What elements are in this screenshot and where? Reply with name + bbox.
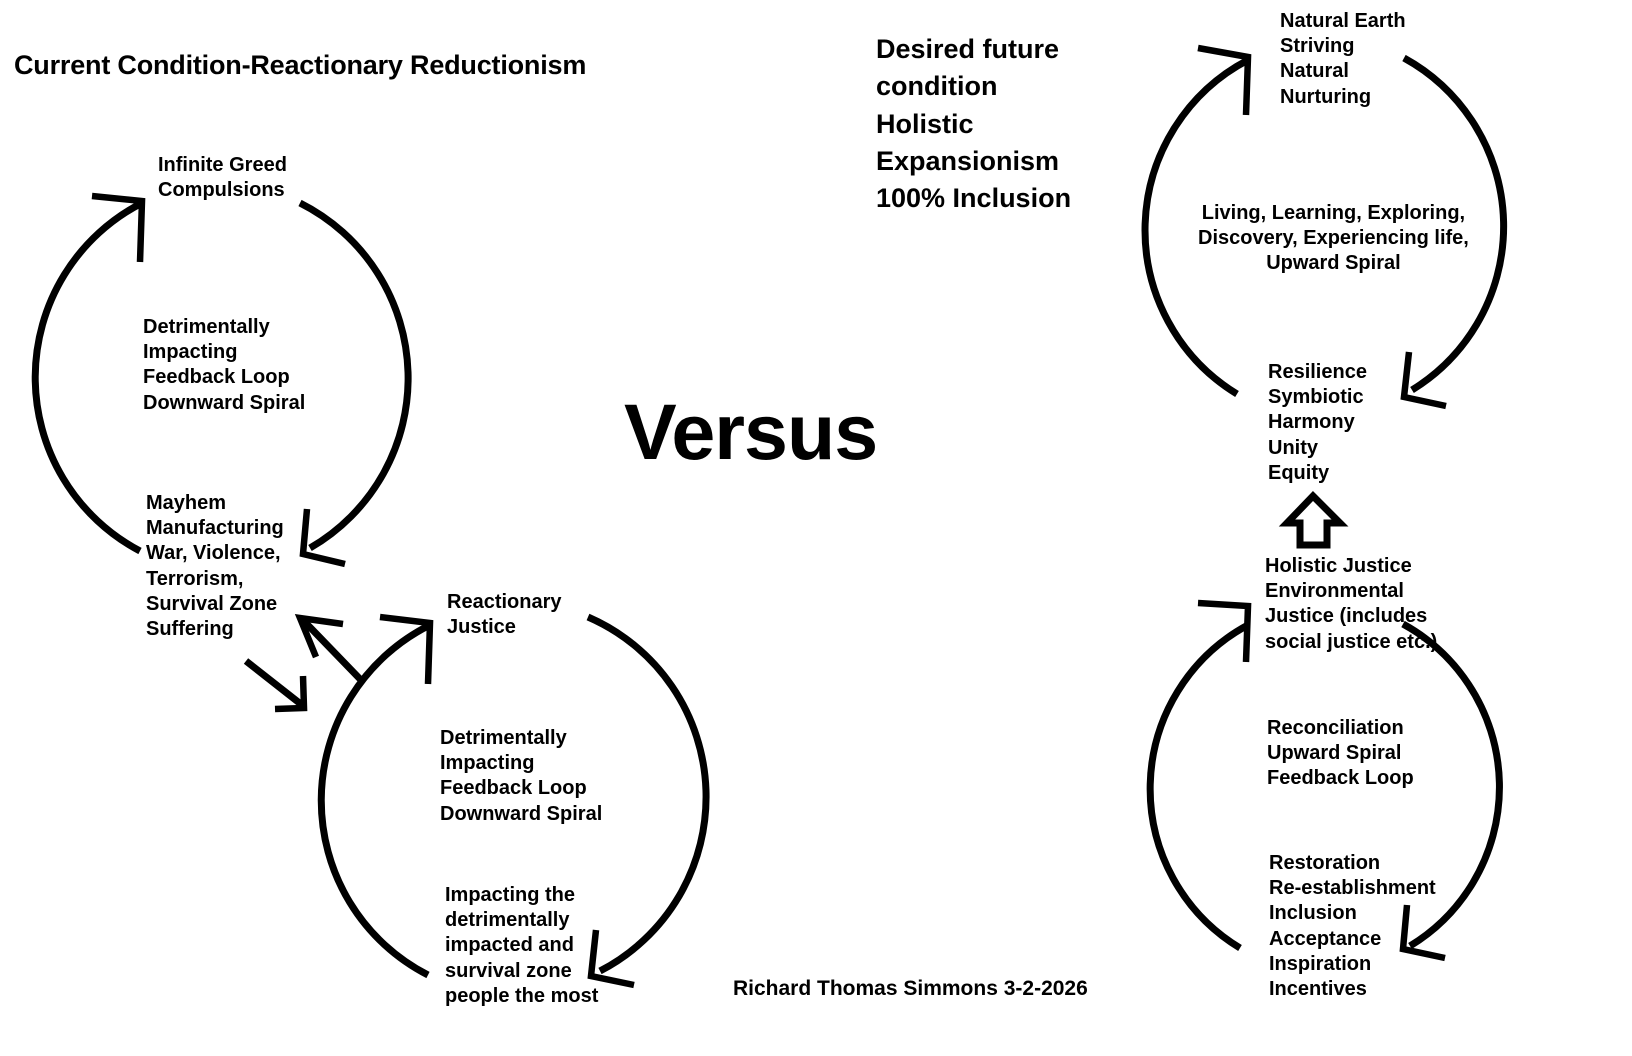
right-lower-arc-left: [1146, 621, 1250, 951]
node-reactionary-justice: Reactionary Justice: [447, 591, 562, 639]
left-upper-arc-right: [298, 199, 412, 552]
left-lower-arc-right: [586, 613, 710, 975]
node-restoration: Restoration Re-establishment Inclusion A…: [1269, 852, 1436, 1000]
node-infinite-greed: Infinite Greed Compulsions: [158, 154, 287, 202]
connector-down-shaft: [243, 658, 305, 708]
left-upper-arrowhead-bottom: [299, 508, 346, 568]
node-mayhem-manufacturing: Mayhem Manufacturing War, Violence, Terr…: [146, 492, 284, 640]
node-living-learning: Living, Learning, Exploring, Discovery, …: [1198, 202, 1469, 275]
right-upper-arrowhead-bottom: [1400, 351, 1447, 410]
node-reconciliation: Reconciliation Upward Spiral Feedback Lo…: [1267, 717, 1414, 790]
node-impacting-the-most: Impacting the detrimentally impacted and…: [445, 884, 599, 1007]
left-upper-arrowhead-top: [91, 192, 146, 263]
author-signature: Richard Thomas Simmons 3-2-2026: [733, 977, 1088, 1000]
node-natural-earth: Natural Earth Striving Natural Nurturing: [1280, 10, 1406, 108]
connector-down-arrowhead: [274, 675, 308, 713]
connector-up-arrowhead: [294, 613, 344, 659]
right-section-title: Desired future condition Holistic Expans…: [876, 34, 1072, 213]
left-section-title: Current Condition-Reactionary Reductioni…: [14, 50, 587, 80]
node-holistic-justice: Holistic Justice Environmental Justice (…: [1265, 555, 1438, 653]
node-detrimental-feedback-loop: Detrimentally Impacting Feedback Loop Do…: [143, 316, 306, 414]
left-lower-arc-left: [317, 621, 432, 979]
node-resilience: Resilience Symbiotic Harmony Unity Equit…: [1268, 361, 1367, 484]
right-lower-arrowhead-top: [1197, 599, 1252, 663]
connector-up-shaft: [300, 617, 363, 682]
versus-label: Versus: [624, 387, 878, 476]
left-upper-arc-left: [31, 199, 144, 555]
right-upper-arrowhead-top: [1197, 44, 1252, 116]
node-detrimental-feedback-loop-2: Detrimentally Impacting Feedback Loop Do…: [440, 727, 603, 825]
left-lower-arrowhead-top: [379, 613, 434, 685]
upward-arrow-icon: [1278, 491, 1349, 549]
